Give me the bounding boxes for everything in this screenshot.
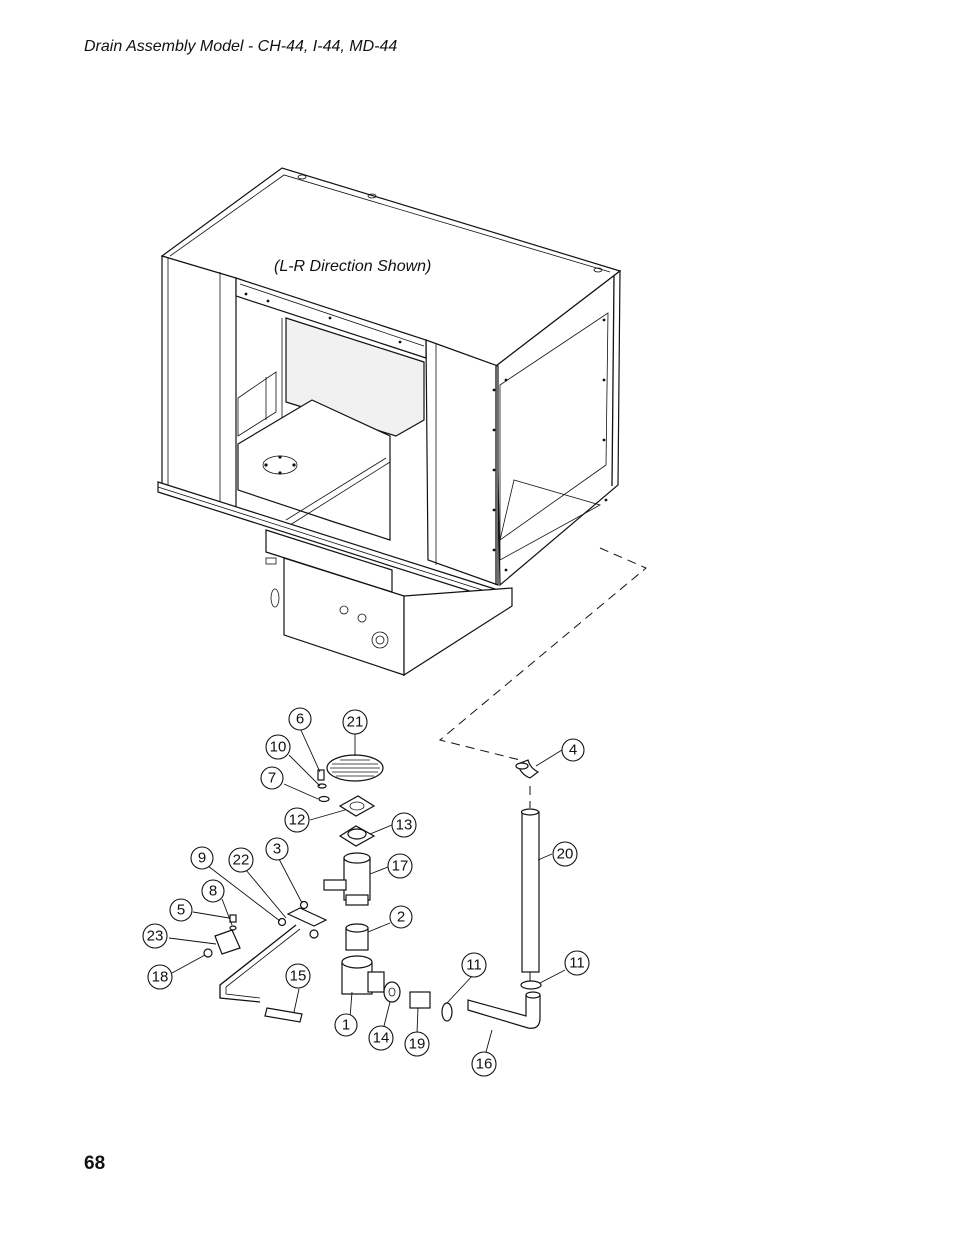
- callout-19: 19: [404, 1031, 430, 1057]
- svg-text:19: 19: [409, 1036, 426, 1053]
- callout-leaders: [168, 727, 566, 1053]
- svg-text:22: 22: [233, 852, 250, 869]
- svg-text:16: 16: [476, 1056, 493, 1073]
- callout-14: 14: [368, 1025, 394, 1051]
- svg-text:15: 15: [290, 968, 307, 985]
- svg-text:21: 21: [347, 714, 364, 731]
- svg-text:3: 3: [273, 841, 281, 858]
- svg-text:13: 13: [396, 817, 413, 834]
- svg-text:4: 4: [569, 742, 577, 759]
- drain-parts: [203, 754, 542, 1029]
- callout-12: 12: [284, 807, 310, 833]
- svg-text:9: 9: [198, 850, 206, 867]
- callout-9: 9: [190, 846, 214, 870]
- callout-6: 6: [288, 707, 312, 731]
- svg-text:10: 10: [270, 739, 287, 756]
- svg-text:1: 1: [342, 1017, 350, 1034]
- callout-21: 21: [342, 709, 368, 735]
- callout-20: 20: [552, 841, 578, 867]
- svg-text:20: 20: [557, 846, 574, 863]
- page-number: 68: [84, 1153, 106, 1174]
- callout-13: 13: [391, 812, 417, 838]
- svg-text:5: 5: [177, 902, 185, 919]
- callout-18: 18: [147, 964, 173, 990]
- callout-2: 2: [389, 905, 413, 929]
- dishwasher-cabinet: [157, 167, 622, 677]
- callout-7: 7: [260, 766, 284, 790]
- svg-text:23: 23: [147, 928, 164, 945]
- svg-text:8: 8: [209, 883, 217, 900]
- callout-4: 4: [561, 738, 585, 762]
- callout-5: 5: [169, 898, 193, 922]
- callout-1: 1: [334, 1013, 358, 1037]
- callout-22: 22: [228, 847, 254, 873]
- direction-note: (L-R Direction Shown): [274, 258, 431, 275]
- svg-text:7: 7: [268, 770, 276, 787]
- svg-text:2: 2: [397, 909, 405, 926]
- connection-dashed-line: [438, 547, 647, 761]
- callout-3: 3: [265, 837, 289, 861]
- page-header: Drain Assembly Model - CH-44, I-44, MD-4…: [84, 38, 398, 55]
- svg-text:17: 17: [392, 858, 409, 875]
- svg-text:11: 11: [569, 955, 585, 972]
- callout-15: 15: [285, 963, 311, 989]
- svg-text:18: 18: [152, 969, 169, 986]
- callout-16: 16: [471, 1051, 497, 1077]
- svg-text:14: 14: [373, 1030, 390, 1047]
- callout-17: 17: [387, 853, 413, 879]
- callout-11-right: 11: [564, 950, 590, 976]
- callout-11-left: 11: [461, 952, 487, 978]
- callout-23: 23: [142, 923, 168, 949]
- svg-text:6: 6: [296, 711, 304, 728]
- svg-text:11: 11: [466, 957, 482, 974]
- svg-text:12: 12: [289, 812, 306, 829]
- callout-8: 8: [201, 879, 225, 903]
- callout-10: 10: [265, 734, 291, 760]
